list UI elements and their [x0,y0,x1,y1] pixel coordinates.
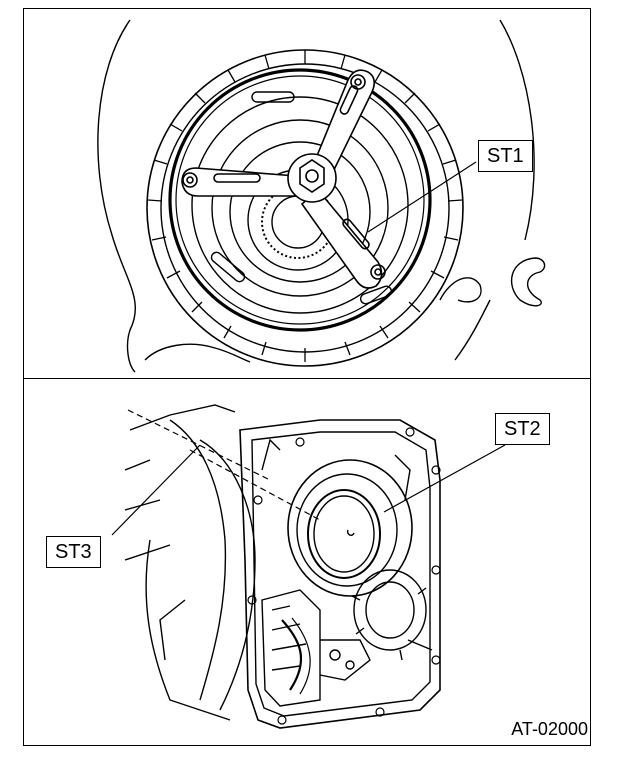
figure-id: AT-02000 [511,719,588,739]
st2-label: ST2 [495,413,550,445]
figure-frame [23,8,591,746]
st3-label: ST3 [46,536,101,568]
panel-divider [23,378,591,379]
st1-label: ST1 [478,140,533,172]
